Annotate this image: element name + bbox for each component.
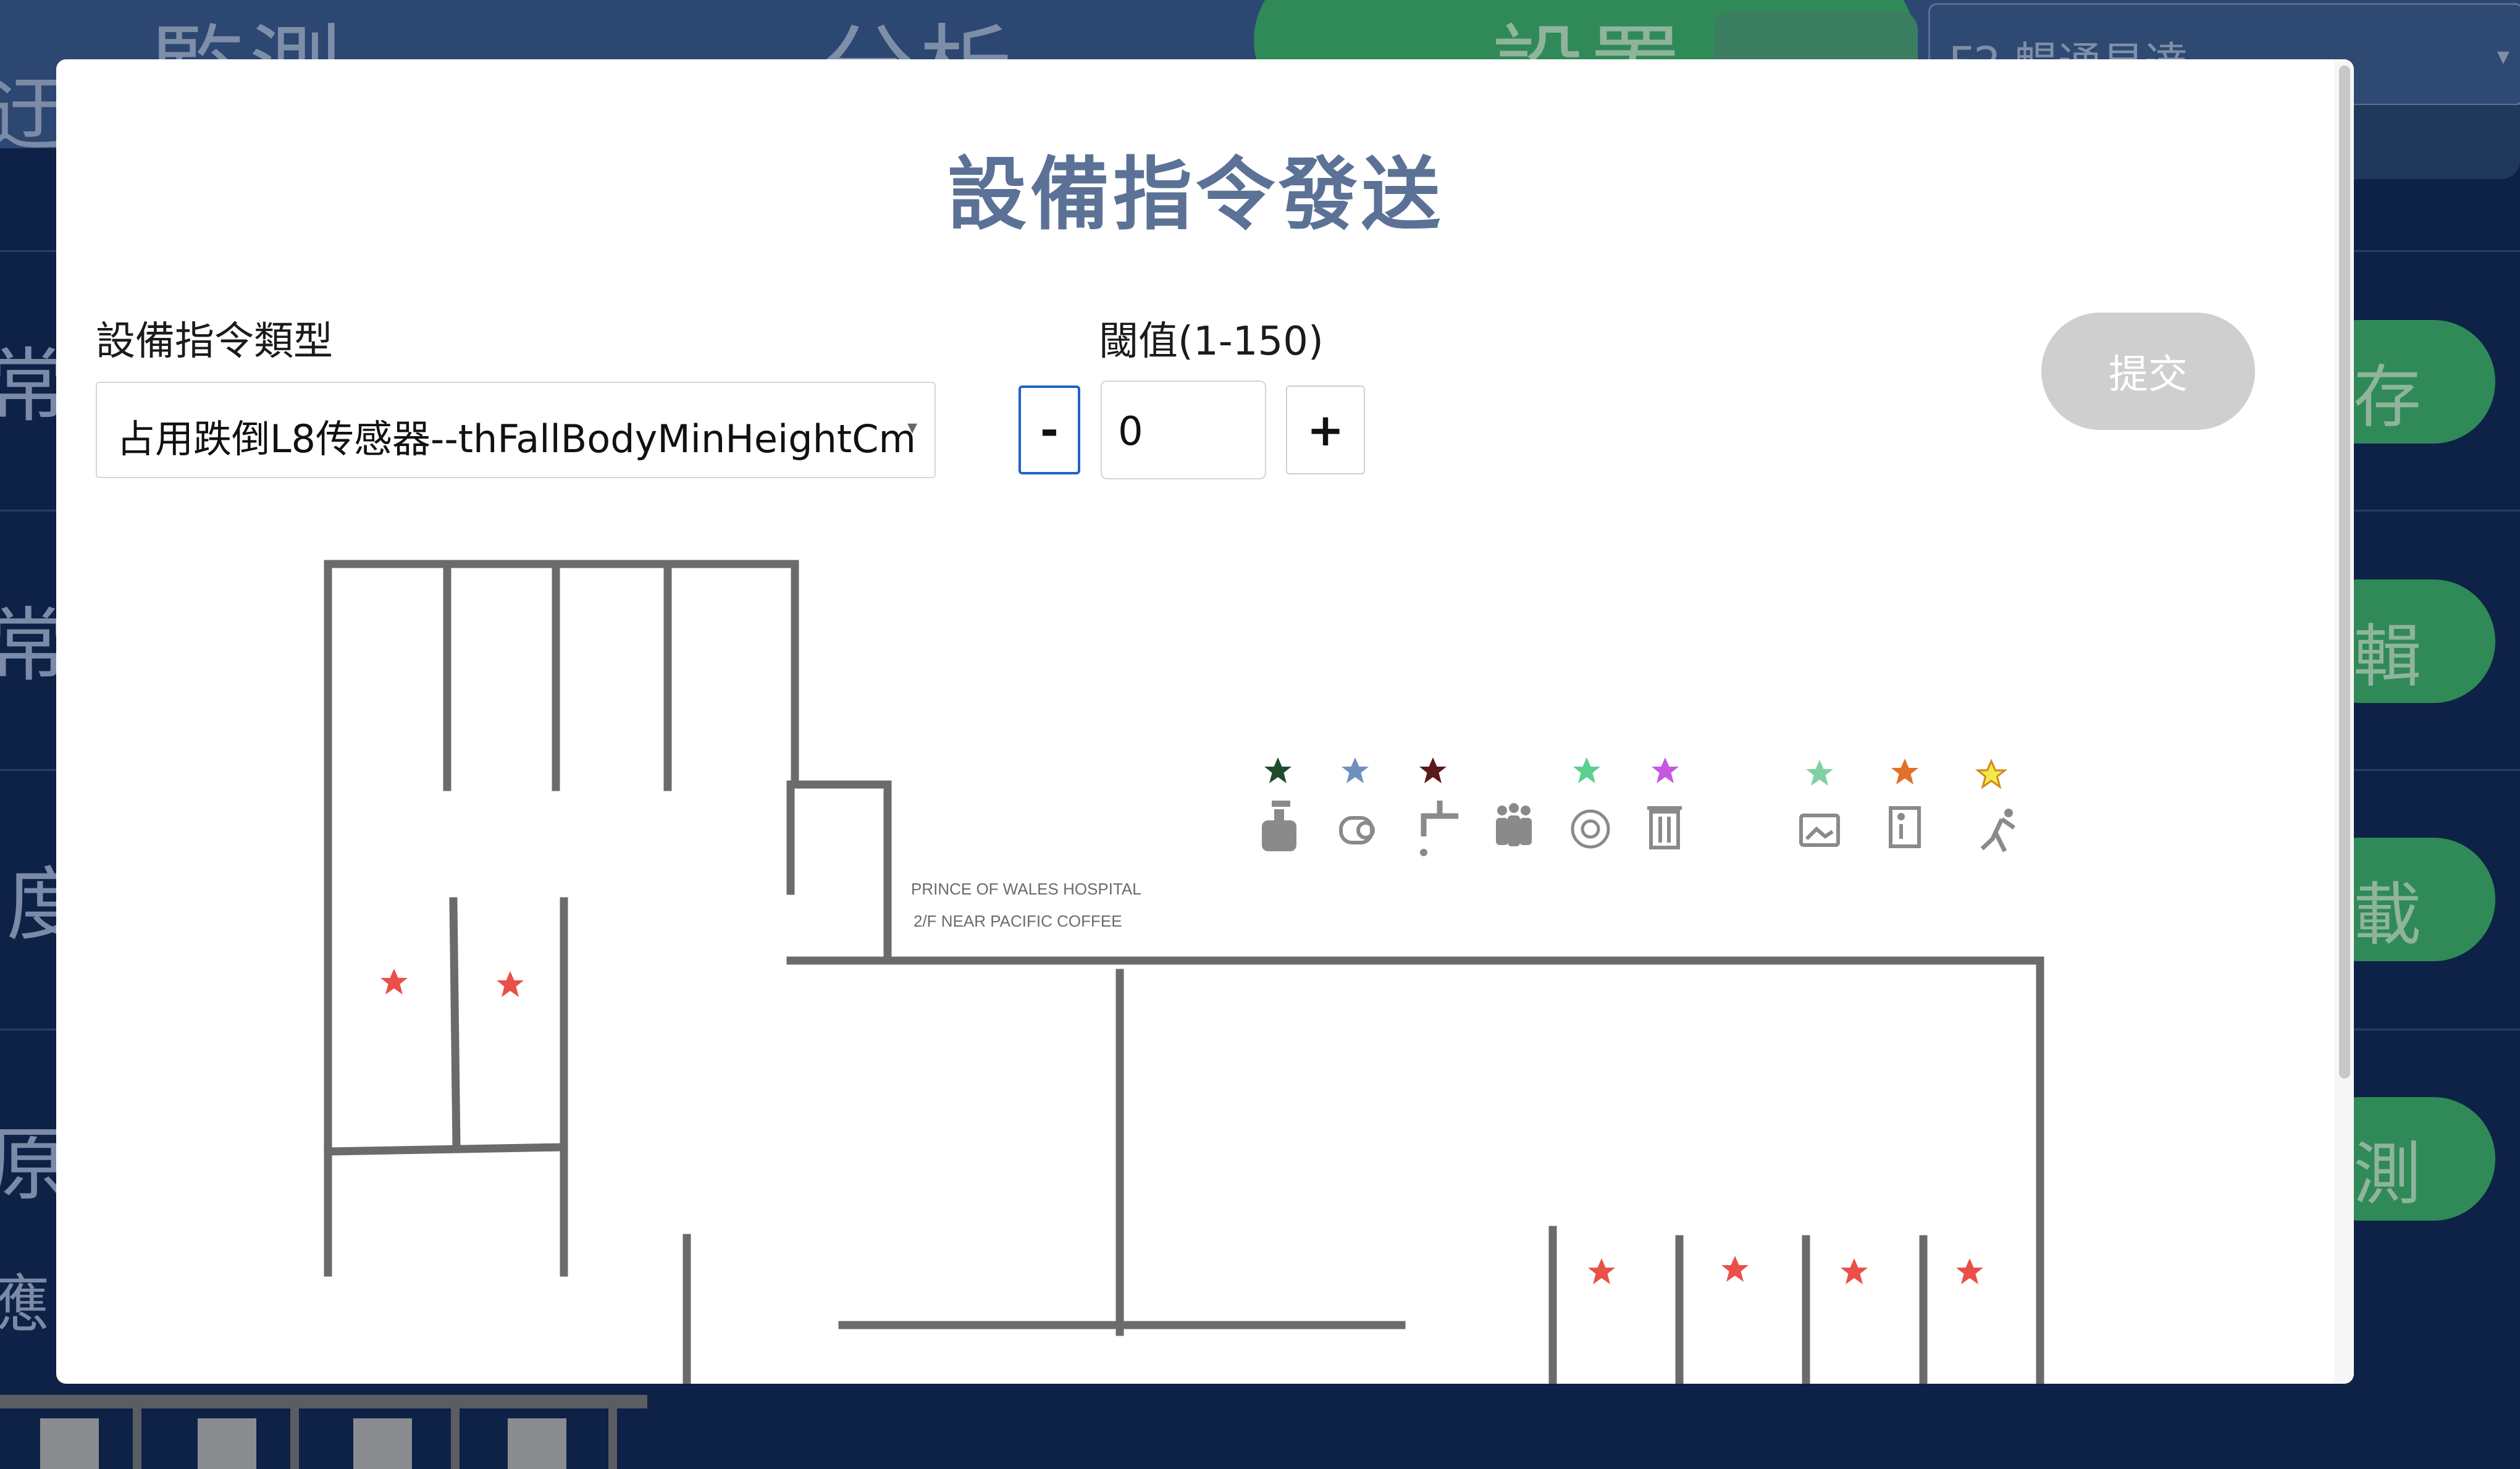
- threshold-label: 閾值(1-150): [1099, 319, 1324, 364]
- legend-icons: [1262, 801, 2016, 856]
- soap-dispenser-icon: [1262, 801, 1296, 851]
- chevron-down-icon: ▾: [907, 415, 917, 439]
- legend-star-icon: [1264, 757, 1292, 783]
- legend-star-icon: [1342, 757, 1369, 783]
- bg-floorplan-block: [353, 1418, 412, 1469]
- modal-title: 設備指令發送: [947, 149, 1444, 241]
- legend-star-icon: [1652, 757, 1679, 783]
- floorplan-location-line2: 2/F NEAR PACIFIC COFFEE: [914, 912, 1122, 930]
- bg-floorplan-block: [198, 1418, 256, 1469]
- legend-stars: [1264, 757, 2006, 788]
- toilet-paper-icon: [1339, 816, 1375, 844]
- picture-icon: [1799, 814, 1840, 847]
- floorplan: PRINCE OF WALES HOSPITAL 2/F NEAR PACIFI…: [324, 560, 2044, 1384]
- device-marker-star-icon[interactable]: [1841, 1258, 1868, 1284]
- command-type-label: 設備指令類型: [96, 319, 333, 364]
- threshold-decrement-button[interactable]: -: [1018, 385, 1080, 474]
- door-sensor-icon: [1889, 806, 1921, 848]
- floorplan-walls: [324, 560, 2044, 1384]
- faucet-icon: [1420, 801, 1458, 856]
- threshold-input[interactable]: 0: [1101, 381, 1266, 479]
- bg-floorplan-rail: [0, 1395, 647, 1408]
- person-fall-icon: [1980, 809, 2016, 852]
- chevron-down-icon: ▾: [2497, 42, 2510, 70]
- legend-star-icon: [1419, 757, 1447, 783]
- device-marker-star-icon[interactable]: [1588, 1258, 1615, 1284]
- device-command-modal: 設備指令發送 設備指令類型 占用跌倒L8传感器--thFallBodyMinHe…: [56, 59, 2354, 1384]
- command-type-select[interactable]: 占用跌倒L8传感器--thFallBodyMinHeightCm ▾: [96, 382, 936, 478]
- bg-floorplan-post: [451, 1408, 460, 1469]
- modal-scrollbar[interactable]: [2334, 59, 2354, 1384]
- people-icon: [1496, 803, 1532, 846]
- bg-floorplan-block: [508, 1418, 566, 1469]
- device-marker-star-icon[interactable]: [1956, 1258, 1983, 1284]
- threshold-input-value: 0: [1118, 409, 1143, 455]
- legend-star-icon: [1806, 760, 1833, 786]
- legend-star-icon: [1891, 759, 1918, 785]
- device-marker-star-icon[interactable]: [380, 969, 408, 995]
- submit-button[interactable]: 提交: [2041, 313, 2255, 430]
- device-markers[interactable]: [380, 969, 1983, 1284]
- floorplan-location-line1: PRINCE OF WALES HOSPITAL: [911, 880, 1141, 898]
- bg-floorplan-post: [290, 1408, 299, 1469]
- device-marker-star-icon[interactable]: [497, 971, 524, 997]
- trash-bin-icon: [1647, 806, 1682, 849]
- threshold-increment-button[interactable]: +: [1286, 385, 1365, 474]
- bg-floorplan-block: [40, 1418, 99, 1469]
- device-marker-star-icon[interactable]: [1721, 1256, 1749, 1282]
- legend-star-icon: [1976, 760, 2006, 788]
- bg-floorplan-post: [608, 1408, 617, 1469]
- floor-drain-icon: [1571, 809, 1610, 849]
- command-type-value: 占用跌倒L8传感器--thFallBodyMinHeightCm: [117, 416, 916, 461]
- bg-floorplan-post: [133, 1408, 141, 1469]
- modal-scrollbar-thumb[interactable]: [2339, 65, 2350, 1079]
- legend-star-icon: [1573, 757, 1600, 783]
- bg-left-fragment: 應: [0, 1268, 49, 1341]
